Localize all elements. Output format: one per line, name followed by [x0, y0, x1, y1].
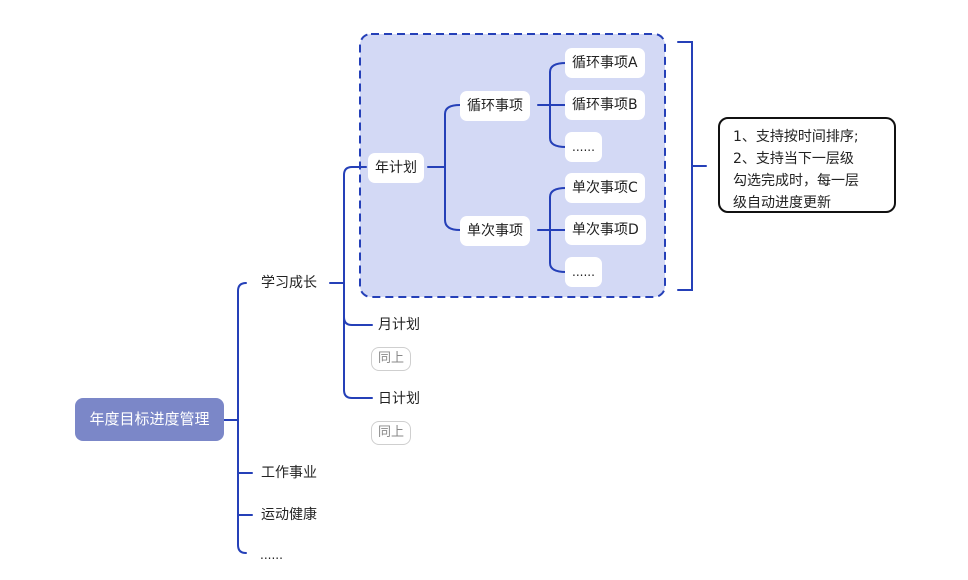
summary-note-line: 2、支持当下一层级 — [733, 151, 854, 167]
topic-work[interactable]: 工作事业 — [261, 465, 317, 481]
connector-year-trunk — [444, 104, 461, 231]
tag-month-same[interactable]: 同上 — [371, 347, 412, 371]
topic-recurring-b[interactable]: 循环事项B — [565, 90, 645, 120]
topic-recurring-a[interactable]: 循环事项A — [565, 48, 645, 78]
topic-single-c[interactable]: 单次事项C — [565, 173, 645, 203]
topic-single[interactable]: 单次事项 — [460, 216, 530, 246]
connector-learning-trunk — [343, 166, 373, 399]
topic-health[interactable]: 运动健康 — [261, 507, 317, 523]
tag-day-same[interactable]: 同上 — [371, 421, 412, 445]
root-topic[interactable]: 年度目标进度管理 — [75, 398, 224, 441]
summary-note-line: 勾选完成时，每一层 — [733, 173, 859, 189]
topic-learning[interactable]: 学习成长 — [261, 275, 317, 291]
topic-more[interactable]: ...... — [260, 548, 283, 562]
connector-root-trunk — [237, 282, 247, 554]
topic-day-plan[interactable]: 日计划 — [378, 391, 420, 407]
topic-single-more[interactable]: ...... — [565, 257, 602, 287]
summary-note-line: 级自动进度更新 — [733, 195, 831, 211]
summary-note-line: 1、支持按时间排序; — [733, 129, 859, 145]
topic-year-plan[interactable]: 年计划 — [368, 153, 424, 183]
connector-month — [343, 316, 373, 326]
topic-single-d[interactable]: 单次事项D — [565, 215, 646, 245]
topic-recurring[interactable]: 循环事项 — [460, 91, 530, 121]
summary-bracket — [677, 41, 693, 291]
topic-month-plan[interactable]: 月计划 — [378, 317, 420, 333]
summary-note[interactable]: 1、支持按时间排序; 2、支持当下一层级 勾选完成时，每一层 级自动进度更新 — [718, 117, 896, 213]
topic-recurring-more[interactable]: ...... — [565, 132, 602, 162]
